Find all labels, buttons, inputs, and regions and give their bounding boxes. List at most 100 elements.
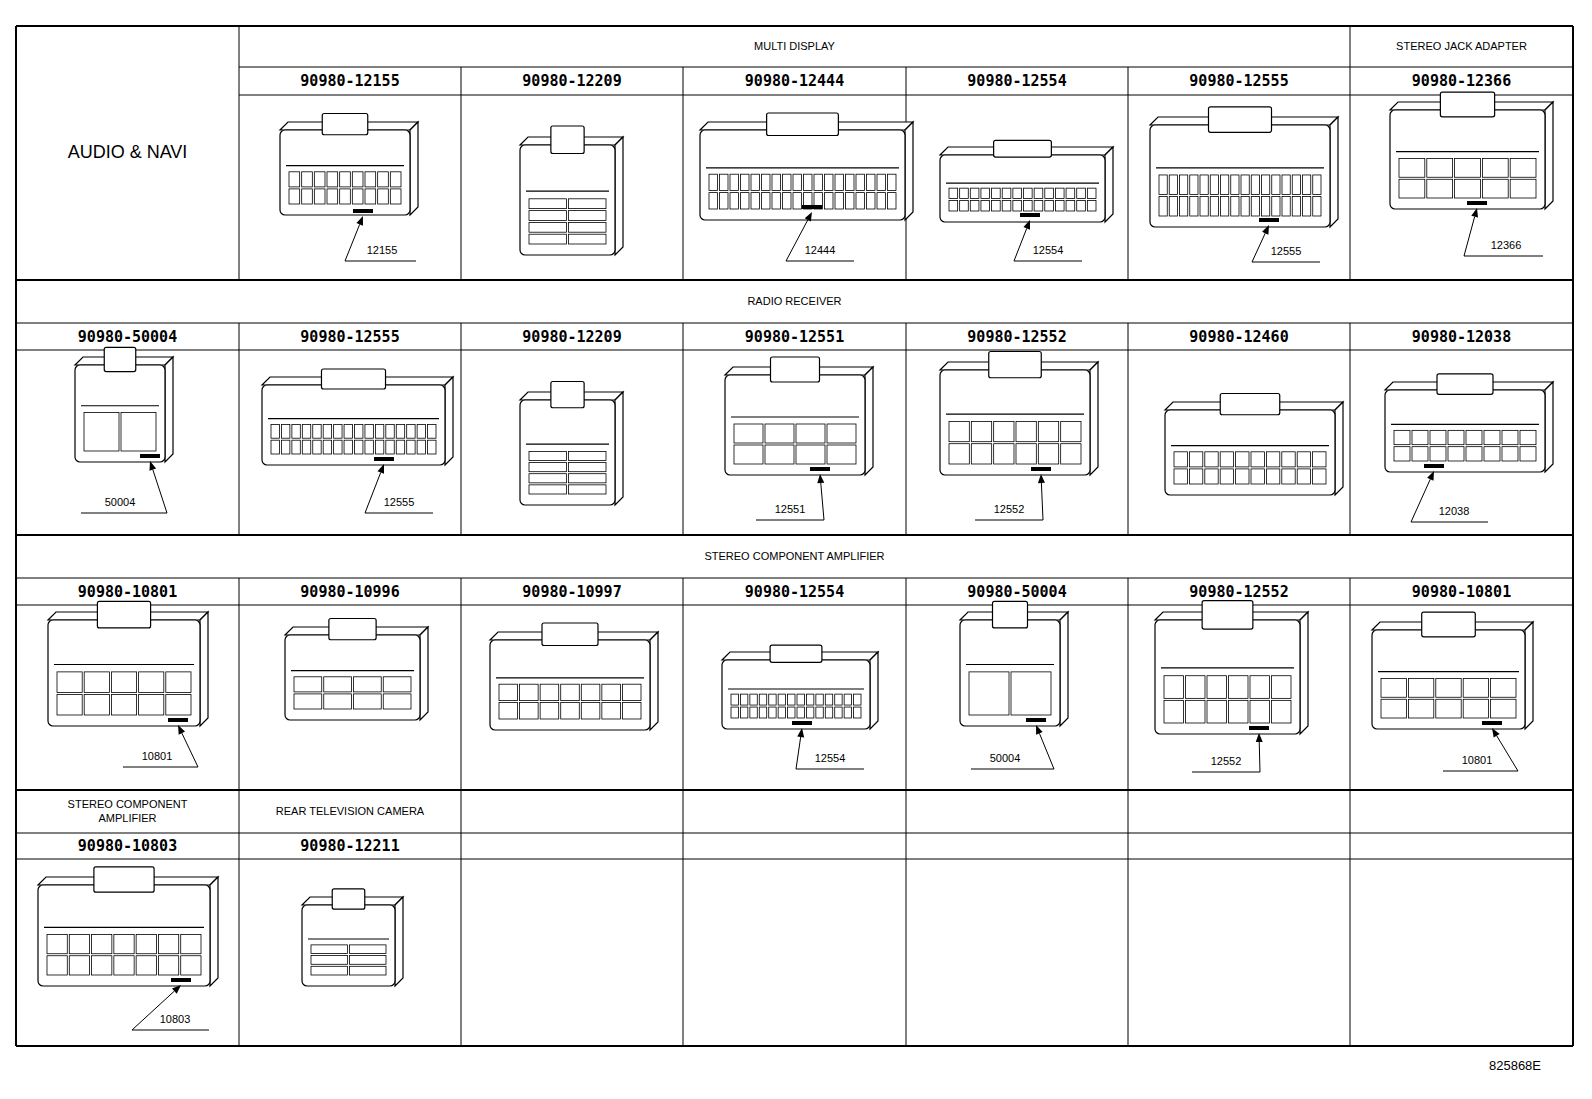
connector-body: [48, 620, 200, 726]
pin-cavity: [1455, 179, 1481, 198]
pin-cavity: [709, 174, 718, 190]
pin-cavity: [271, 424, 279, 438]
connector-slot: [1396, 151, 1539, 152]
callout-number: 10801: [127, 749, 187, 765]
connector-side: [420, 627, 428, 720]
connector-body: [1165, 410, 1335, 495]
leader-arrowhead: [1036, 725, 1043, 735]
connector-side: [210, 877, 218, 986]
pin-cavity: [1482, 179, 1508, 198]
pin-cavity: [1205, 469, 1218, 484]
callout-underline: [971, 769, 1054, 770]
connector-slot: [731, 416, 859, 417]
pin-cavity: [1436, 699, 1461, 718]
grid-line: [16, 25, 1573, 27]
connector-side: [200, 612, 208, 726]
connector-slot: [946, 183, 1099, 184]
pin-cavity: [111, 672, 136, 693]
part-number: 90980-12444: [683, 67, 906, 95]
pin-cavity: [1408, 699, 1433, 718]
pin-cavity: [350, 945, 387, 954]
connector-side: [1090, 362, 1098, 475]
pin-cavity: [1016, 421, 1036, 441]
pin-cavity: [1394, 447, 1410, 461]
part-mark: [1259, 218, 1279, 222]
pin-cavity: [778, 707, 785, 718]
pin-cavity: [520, 703, 539, 719]
callout-number: 12552: [979, 502, 1039, 518]
grid-line: [1128, 323, 1129, 535]
grid-line: [461, 67, 462, 280]
pin-cavity: [355, 440, 363, 454]
pin-cavity: [292, 424, 300, 438]
pin-cavity: [877, 174, 886, 190]
connector-slot: [526, 191, 609, 192]
part-number: 90980-12552: [1128, 578, 1350, 605]
connector-latch: [767, 113, 839, 136]
pin-cavity: [386, 440, 394, 454]
part-mark: [171, 978, 191, 982]
leader-line: [1464, 217, 1475, 256]
pin-cavity: [1231, 196, 1239, 216]
pin-cavity: [92, 956, 112, 975]
grid-line: [683, 578, 684, 790]
connector-side: [165, 357, 173, 462]
pin-cavity: [1221, 175, 1229, 195]
grid-line: [1128, 67, 1129, 280]
connector-body: [280, 130, 410, 215]
pin-cavity: [1436, 679, 1461, 698]
pin-cavity: [428, 424, 436, 438]
group-header: MULTI DISPLAY: [239, 26, 1350, 67]
leader-arrowhead: [1256, 733, 1263, 742]
pin-cavity: [816, 694, 823, 705]
part-number: 90980-12038: [1350, 323, 1573, 350]
pin-cavity: [340, 172, 351, 187]
pin-cavity: [759, 707, 766, 718]
pin-cavity: [1292, 196, 1300, 216]
pin-cavity: [740, 694, 747, 705]
leader-arrowhead: [1262, 225, 1269, 235]
pin-cavity: [1313, 469, 1326, 484]
grid-line: [15, 26, 17, 1046]
callout-number: 12155: [352, 243, 412, 259]
pin-cavity: [1034, 188, 1043, 198]
pin-cavity: [981, 188, 990, 198]
pin-cavity: [1045, 201, 1054, 211]
pin-cavity: [844, 694, 851, 705]
pin-cavity: [731, 707, 738, 718]
callout-underline: [1014, 261, 1082, 262]
pin-cavity: [529, 474, 567, 483]
pin-cavity: [324, 677, 352, 692]
pin-cavity: [334, 424, 342, 438]
pin-cavity: [1502, 447, 1518, 461]
connector-body: [722, 660, 870, 729]
grid-line: [683, 323, 684, 535]
pin-cavity: [788, 694, 795, 705]
grid-line: [239, 790, 240, 1046]
pin-cavity: [797, 707, 804, 718]
pin-cavity: [827, 424, 856, 443]
pin-cavity: [1292, 175, 1300, 195]
leader-line: [1039, 733, 1054, 769]
part-number: 90980-12555: [1128, 67, 1350, 95]
pin-cavity: [1399, 179, 1425, 198]
pin-cavity: [302, 172, 313, 187]
pin-cavity: [1251, 196, 1259, 216]
connector-side: [445, 377, 453, 465]
pin-cavity: [350, 956, 387, 965]
pin-cavity: [69, 934, 89, 953]
pin-cavity: [1251, 175, 1259, 195]
grid-line: [906, 323, 907, 535]
callout-number: 12038: [1424, 504, 1484, 520]
pin-cavity: [581, 703, 600, 719]
figure-id: 825868E: [1470, 1056, 1560, 1076]
pin-cavity: [1220, 452, 1233, 467]
pin-cavity: [740, 707, 747, 718]
pin-cavity: [1250, 676, 1270, 699]
pin-cavity: [1408, 679, 1433, 698]
part-number: 90980-12551: [683, 323, 906, 350]
connector-body: [1155, 620, 1300, 734]
leader-arrowhead: [377, 464, 384, 474]
pin-cavity: [354, 694, 382, 709]
callout-number: 12554: [800, 751, 860, 767]
